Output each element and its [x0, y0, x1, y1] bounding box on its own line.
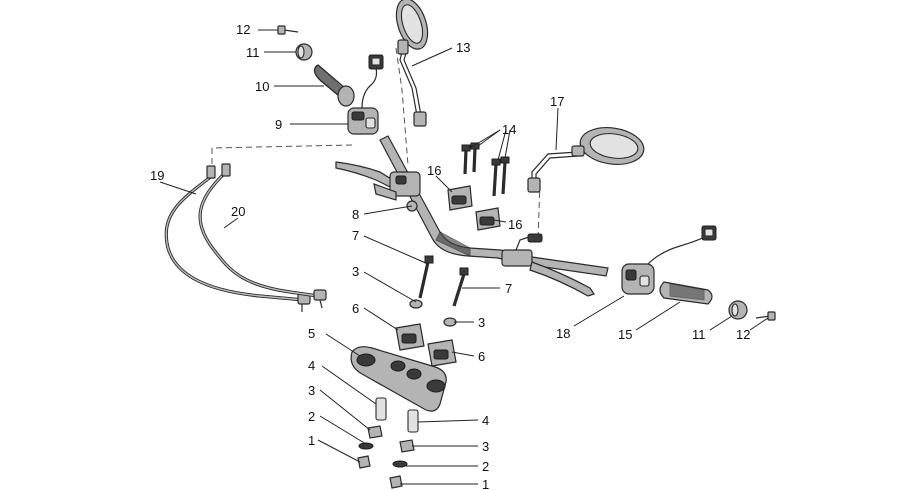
callout-18: 18 — [556, 326, 570, 341]
callout-1-right: 1 — [482, 477, 489, 490]
callout-3-left-upper: 3 — [352, 264, 359, 279]
callout-12-left: 12 — [236, 22, 250, 37]
callout-6-right: 6 — [478, 349, 485, 364]
riser-bolt-right — [452, 267, 469, 307]
left-grip — [313, 64, 355, 107]
callout-11-right: 11 — [692, 327, 706, 342]
callout-3-right-upper: 3 — [478, 315, 485, 330]
callout-20: 20 — [231, 204, 245, 219]
callout-15: 15 — [618, 327, 632, 342]
callout-12-right: 12 — [736, 327, 750, 342]
callout-3-left-lower: 3 — [308, 383, 315, 398]
throttle-cable — [198, 163, 327, 309]
top-yoke — [350, 346, 447, 412]
right-switch-housing — [621, 225, 717, 295]
bushing-lower-right — [399, 439, 415, 453]
callout-7-left: 7 — [352, 228, 359, 243]
handlebar — [379, 135, 609, 277]
callout-4-left: 4 — [308, 358, 315, 373]
riser-clamp-right — [427, 339, 457, 367]
callout-numbers: 12 11 10 9 13 14 17 16 16 19 20 8 7 3 6 … — [150, 22, 750, 490]
spacer-left — [375, 397, 387, 421]
callout-13: 13 — [456, 40, 470, 55]
riser-bolt-left — [418, 255, 434, 299]
spacer-right — [407, 409, 419, 433]
bushing-lower-left — [367, 425, 383, 439]
upper-clamp-left — [447, 185, 473, 211]
right-bar-end-weight — [728, 300, 748, 320]
left-bar-end-screw — [277, 25, 299, 35]
riser-clamp-left — [395, 323, 425, 351]
callout-1-left: 1 — [308, 433, 315, 448]
left-switch-housing — [347, 54, 384, 135]
left-mirror — [395, 0, 429, 127]
callout-16-upper: 16 — [427, 163, 441, 178]
callout-10: 10 — [255, 79, 269, 94]
leader-lines — [159, 29, 769, 485]
callout-19: 19 — [150, 168, 164, 183]
assembly-dash-lines — [211, 47, 541, 241]
left-lever-assembly — [335, 161, 421, 212]
washer-lower-right — [392, 460, 408, 468]
right-grip — [659, 281, 713, 305]
callout-8: 8 — [352, 207, 359, 222]
right-mirror — [527, 127, 645, 193]
callout-14: 14 — [502, 122, 516, 137]
washer-lower-left — [358, 442, 374, 450]
riser-washer-left — [409, 299, 423, 309]
callout-9: 9 — [275, 117, 282, 132]
right-bar-end-screw — [755, 311, 776, 321]
clutch-cable — [164, 165, 311, 312]
nut-lower-right — [389, 475, 403, 489]
callout-16-lower: 16 — [508, 217, 522, 232]
callout-5: 5 — [308, 326, 315, 341]
upper-clamp-right — [475, 207, 501, 231]
right-lever-assembly — [501, 233, 595, 297]
callout-2-right: 2 — [482, 459, 489, 474]
callout-17: 17 — [550, 94, 564, 109]
callout-3-right-lower: 3 — [482, 439, 489, 454]
callout-6-left: 6 — [352, 301, 359, 316]
left-bar-end-weight — [295, 43, 313, 61]
callout-4-right: 4 — [482, 413, 489, 428]
callout-2-left: 2 — [308, 409, 315, 424]
nut-lower-left — [357, 455, 371, 469]
callout-7-right: 7 — [505, 281, 512, 296]
callout-11-left: 11 — [246, 45, 260, 60]
clamp-bolts — [461, 142, 510, 197]
